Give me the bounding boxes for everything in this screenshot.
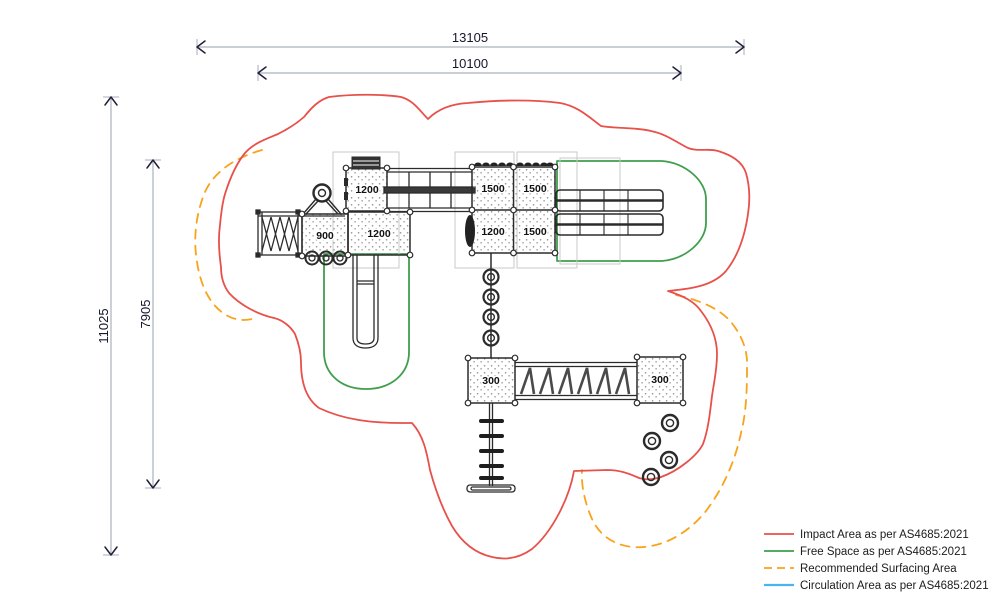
- label-deck-900: 900: [316, 230, 334, 242]
- label-grid-bl: 1200: [481, 226, 505, 238]
- impact-area-outline: [218, 93, 751, 560]
- platform-deck-top: [345, 167, 388, 212]
- ring-climber: [302, 183, 342, 215]
- dim-label-11025: 11025: [96, 308, 111, 343]
- legend-label-free-space: Free Space as per AS4685:2021: [800, 546, 967, 558]
- climb-ladder: [466, 403, 516, 493]
- stepper-pods-right: [641, 413, 680, 487]
- platform-labels: 1200 900 1200 1500 1500 1200 1500 300 30…: [315, 182, 671, 389]
- label-deck-bottom: 1200: [367, 228, 391, 240]
- legend-item-surfacing: Recommended Surfacing Area: [764, 563, 957, 575]
- platform-step-right: [636, 356, 684, 404]
- legend-item-circulation: Circulation Area as per AS4685:2021: [764, 580, 989, 592]
- label-step-right: 300: [651, 374, 669, 386]
- legend-item-impact: Impact Area as per AS4685:2021: [764, 529, 969, 541]
- entry-steps: [344, 156, 381, 200]
- monkey-bar-bridge: [383, 167, 476, 213]
- legend-label-impact: Impact Area as per AS4685:2021: [800, 529, 969, 541]
- legend-item-free-space: Free Space as per AS4685:2021: [764, 546, 967, 558]
- zigzag-bridge: [515, 361, 637, 401]
- label-step-left: 300: [482, 375, 500, 387]
- platform-deck-900: [301, 213, 349, 257]
- dim-label-13105: 13105: [452, 30, 488, 45]
- dimension-top-inner: 10100: [257, 56, 682, 81]
- dimension-top-outer: 13105: [196, 30, 745, 55]
- platform-deck-bottom: [347, 211, 411, 256]
- recommended-surfacing-outline: [194, 149, 748, 549]
- platform-step-left: [467, 357, 516, 404]
- dimension-left-outer: 11025: [96, 96, 119, 556]
- label-grid-tl: 1500: [481, 183, 505, 195]
- pod-walk: [482, 253, 500, 358]
- slide: [352, 255, 379, 349]
- label-grid-tr: 1500: [523, 183, 547, 195]
- dim-label-7905: 7905: [138, 300, 153, 329]
- label-deck-top: 1200: [355, 184, 379, 196]
- label-grid-br: 1500: [523, 226, 547, 238]
- free-space-outline: [323, 160, 707, 390]
- legend-label-circulation: Circulation Area as per AS4685:2021: [800, 580, 989, 592]
- legend: Impact Area as per AS4685:2021 Free Spac…: [764, 529, 989, 592]
- dim-label-10100: 10100: [452, 56, 488, 71]
- platform-grid: [465, 162, 556, 254]
- legend-label-surfacing: Recommended Surfacing Area: [800, 563, 957, 575]
- parallel-bars: [555, 189, 664, 236]
- post-nodes: [298, 163, 687, 407]
- dimension-left-inner: 7905: [138, 159, 161, 489]
